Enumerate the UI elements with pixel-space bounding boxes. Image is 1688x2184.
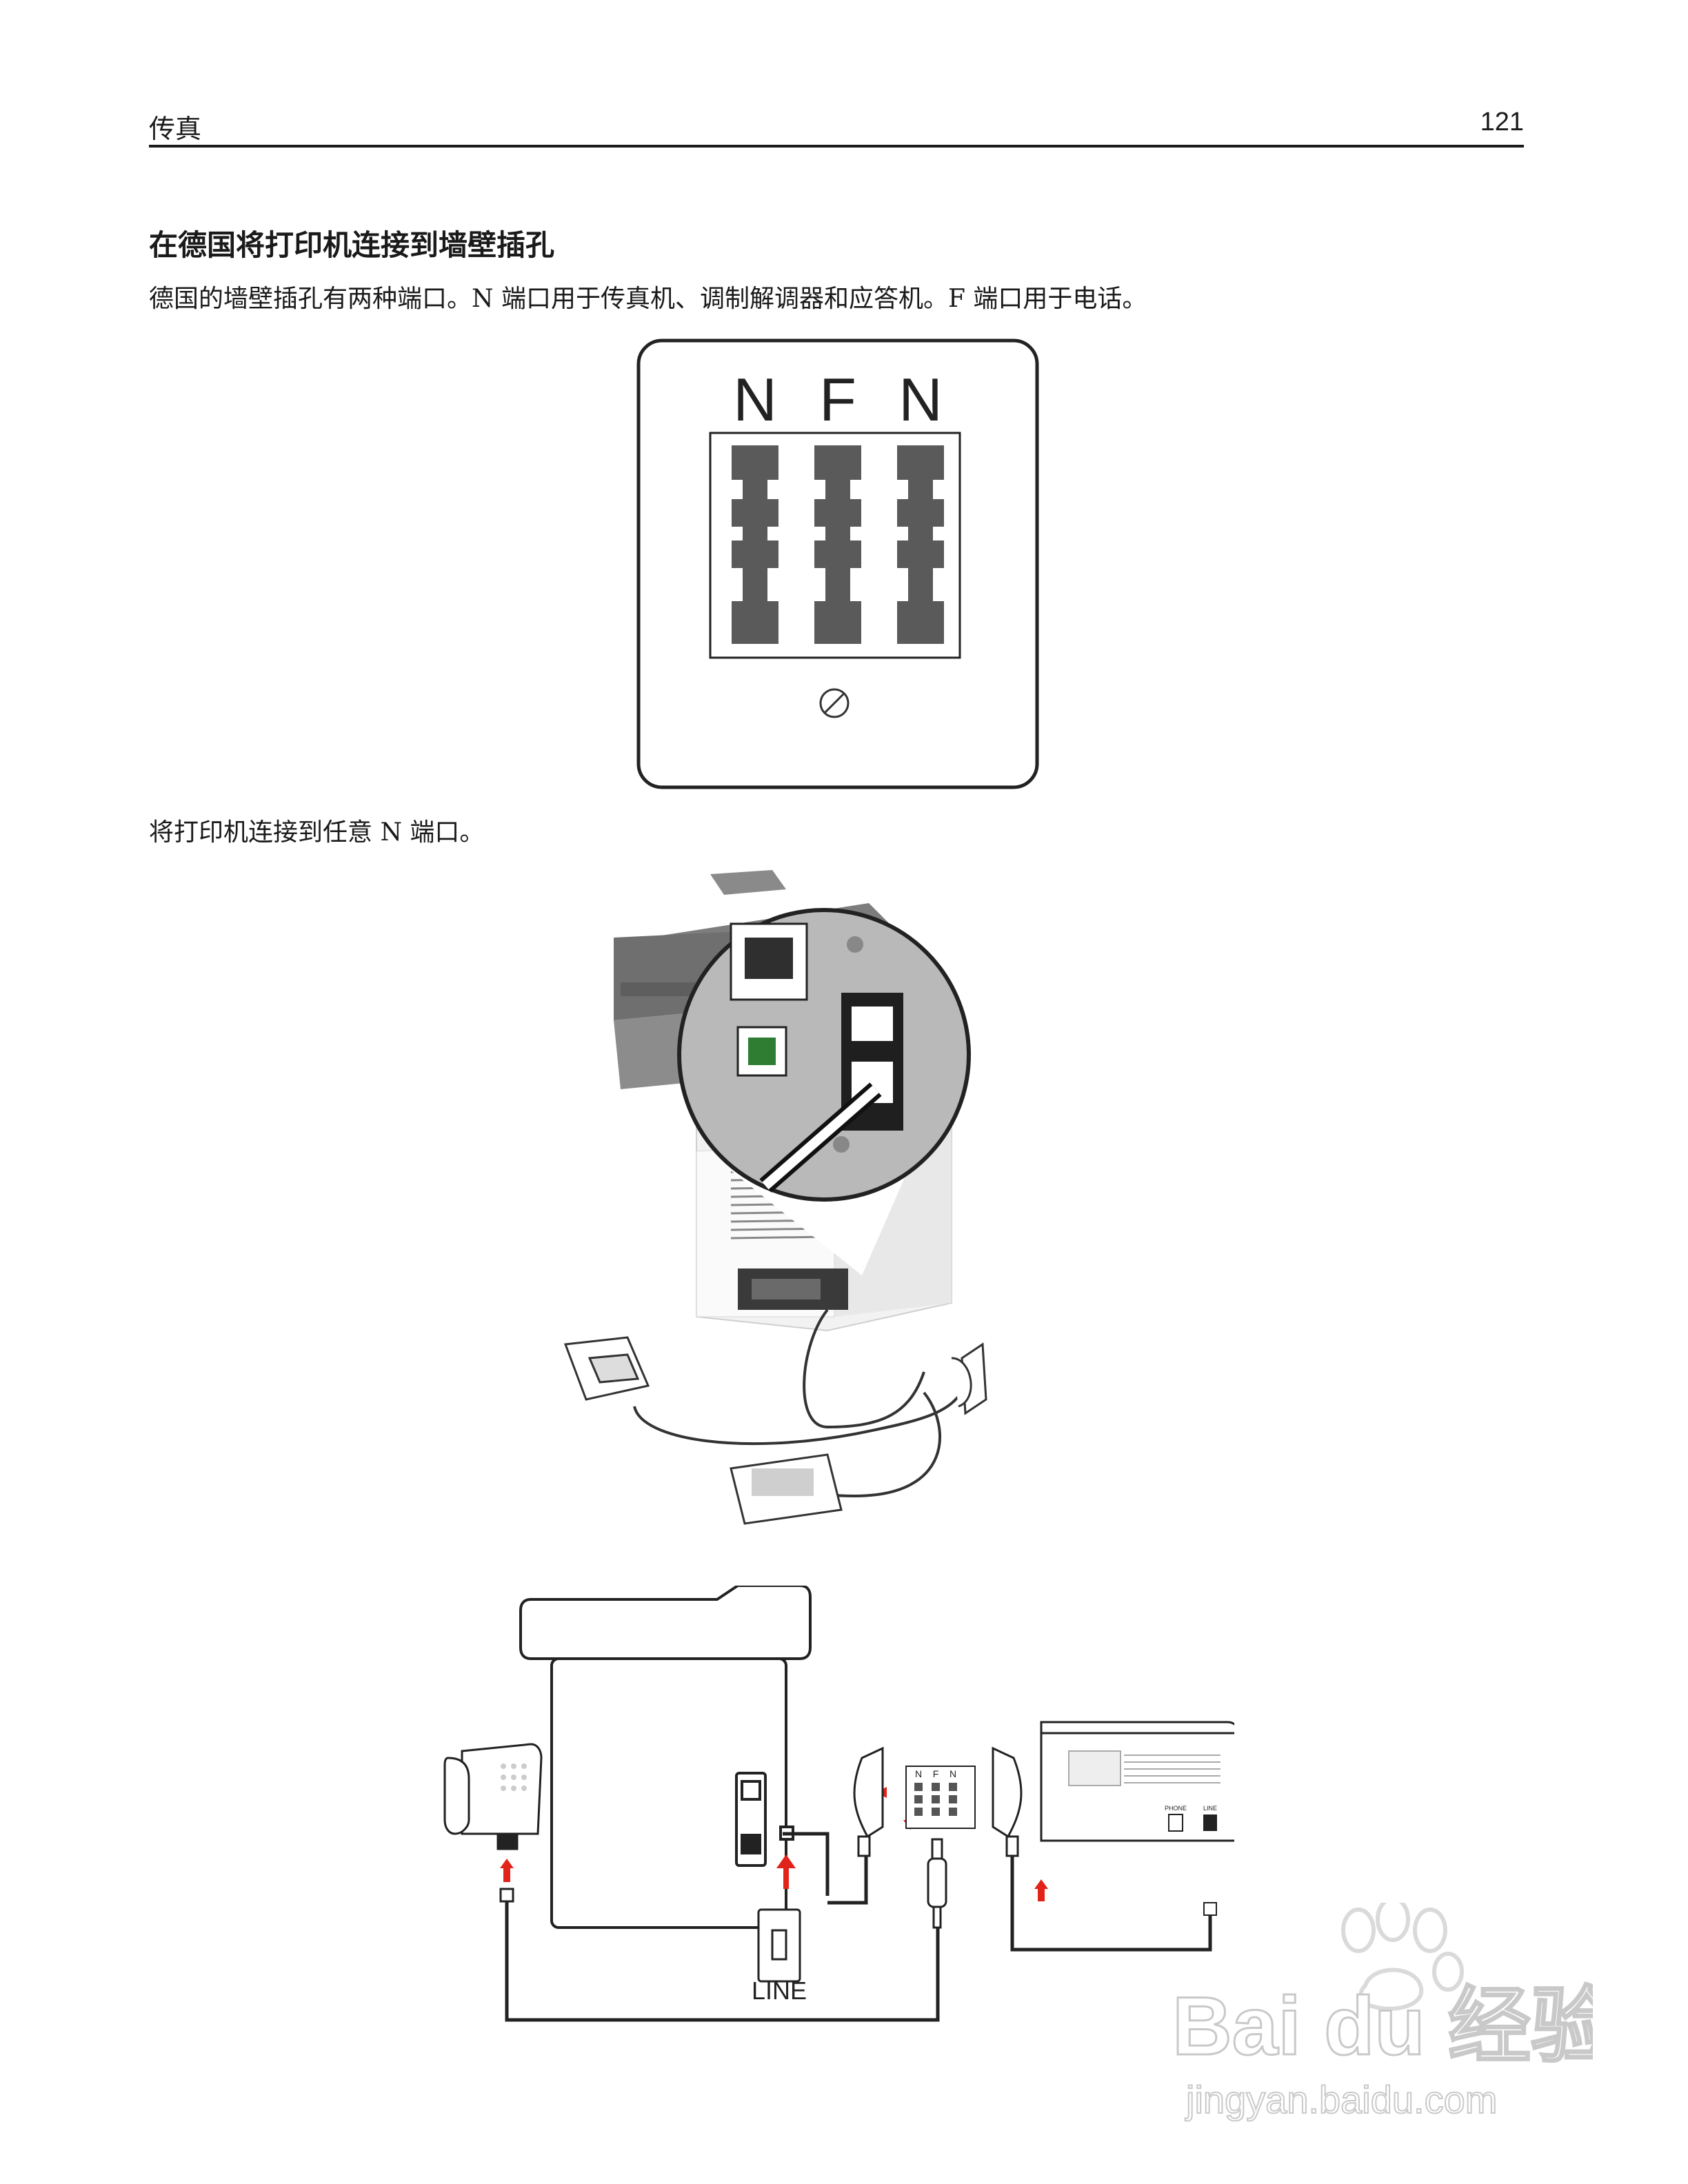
wall-jack-figure: N F N — [634, 336, 1041, 791]
port-label-f: F — [819, 365, 856, 434]
answering-machine-icon — [730, 1453, 843, 1525]
wall-jack-line: LINE — [752, 1908, 807, 2005]
watermark-brand: Bai du 经验 — [1172, 1980, 1593, 2072]
adapter-label-f: F — [933, 1768, 939, 1779]
printer-connection-figure — [538, 862, 1158, 1579]
baidu-watermark: Bai du 经验 jingyan.baidu.com — [1165, 1897, 1615, 2130]
intro-paragraph: 德国的墙壁插孔有两种端口。N 端口用于传真机、调制解调器和应答机。F 端口用于电… — [149, 285, 1147, 313]
screw-icon — [819, 688, 850, 718]
jack-port-n-left — [732, 445, 778, 644]
line-label: LINE — [752, 1976, 807, 2005]
section-title: 在德国将打印机连接到墙壁插孔 — [149, 228, 555, 262]
magnified-port-view — [677, 908, 971, 1275]
instruction-paragraph: 将打印机连接到任意 N 端口。 — [149, 818, 485, 847]
fax-port-label-line: LINE — [1203, 1805, 1217, 1812]
telephone-icon — [563, 1336, 650, 1401]
watermark-url: jingyan.baidu.com — [1185, 2078, 1497, 2121]
jack-port-f — [814, 445, 861, 644]
schematic-cables — [505, 1832, 1212, 2022]
adapter-label-n-right: N — [950, 1768, 956, 1779]
fax-machine: PHONE LINE — [1040, 1721, 1239, 1916]
fax-port-label-phone: PHONE — [1165, 1805, 1187, 1812]
telephone-icon-schematic — [443, 1743, 543, 1903]
wall-adapter-icon — [951, 1342, 987, 1415]
adapter-label-n-left: N — [915, 1768, 922, 1779]
wall-jack-illustration: N F N — [636, 338, 1039, 789]
connection-schematic: LINE N F N — [434, 1584, 1239, 2027]
jack-ports — [732, 445, 944, 644]
port-label-n-left: N — [733, 365, 777, 434]
baidu-paw-logo: Bai du 经验 jingyan.baidu.com — [1172, 1897, 1615, 2122]
port-label-n-right: N — [898, 365, 943, 434]
printer-illustration — [563, 870, 987, 1525]
jack-port-n-right — [897, 445, 944, 644]
plug-left — [853, 1746, 884, 1857]
printer-outline — [519, 1584, 812, 1929]
page-header: 传真 121 — [149, 103, 1524, 148]
german-adapter: N F N — [905, 1766, 976, 1829]
schematic-illustration: LINE N F N — [443, 1584, 1239, 2022]
plug-right — [992, 1746, 1023, 1857]
plug-bottom — [927, 1838, 947, 1929]
header-section-title: 传真 — [149, 114, 202, 144]
page-number: 121 — [1480, 108, 1524, 136]
